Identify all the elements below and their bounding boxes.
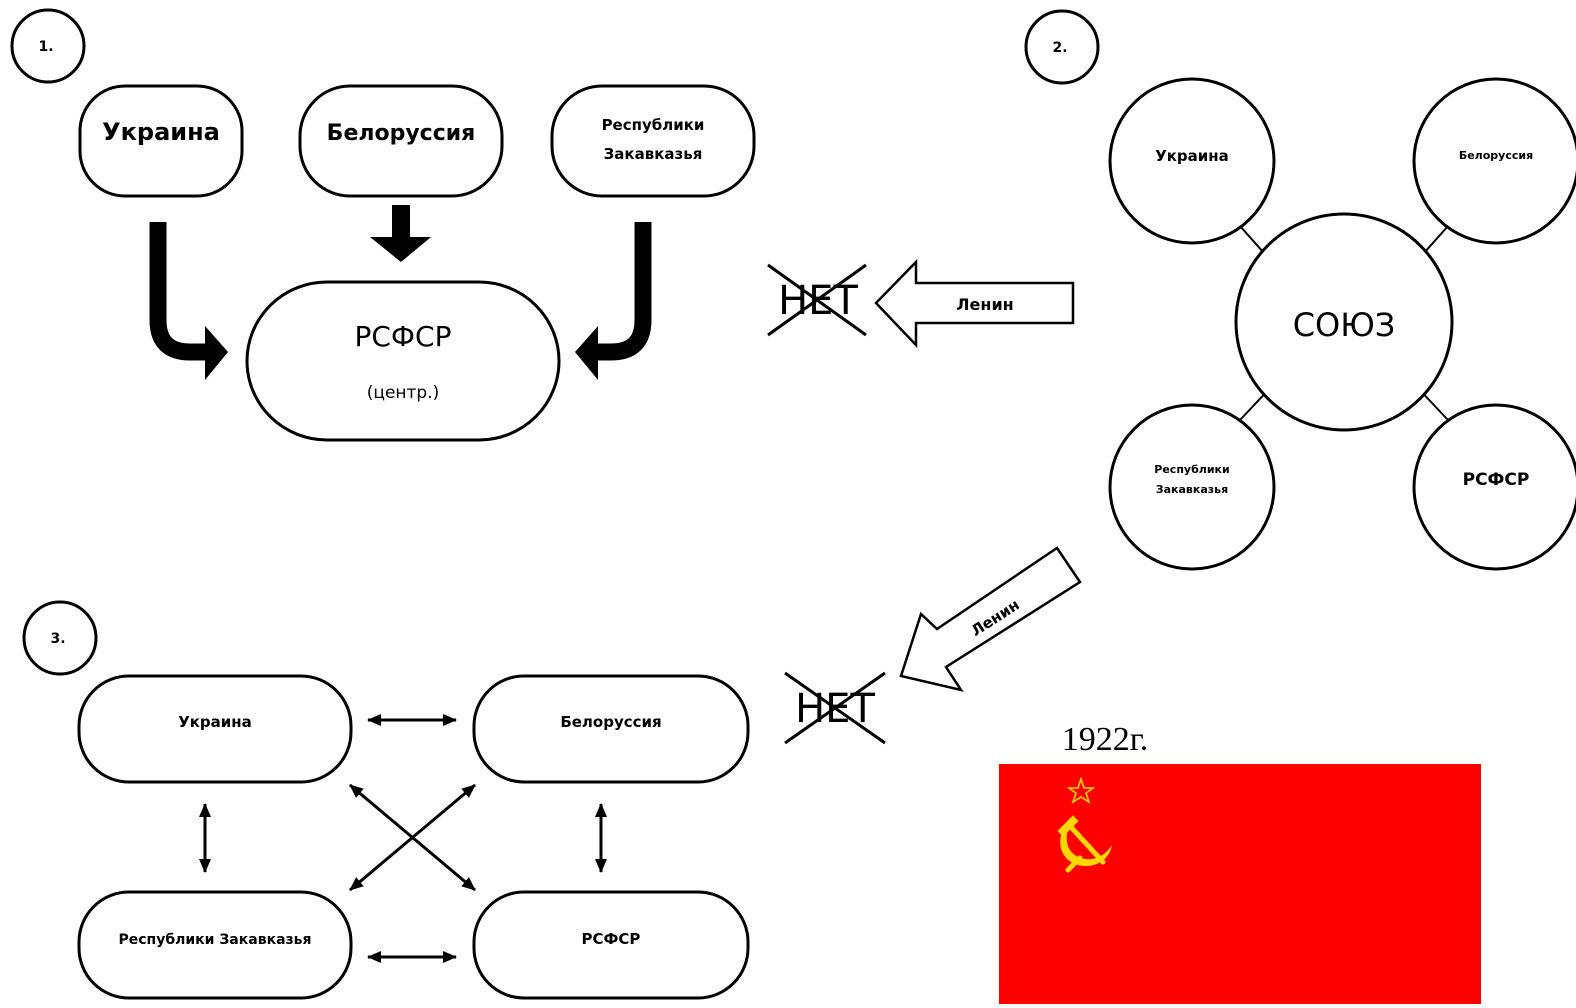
node-label: РСФСР [582,930,641,948]
hammer-icon [1057,815,1106,865]
no-stamp-2: НЕТ [784,671,886,745]
ussr-flag [999,764,1481,1004]
scheme-2: 2. СОЮЗ Украина Белоруссия Республики За… [1024,9,1576,571]
node-rsfsr-center: РСФСР (центр.) [245,280,561,442]
flag-year: 1922г. [1062,721,1149,758]
node-label: Украина [102,118,220,146]
scheme-3-number: 3. [50,631,65,647]
node-label: Украина [178,713,252,731]
ussr-flag-section: 1922г. [999,721,1481,1004]
hammer-sickle-star-emblem [1057,776,1112,873]
node-ukraine-3: Украина [77,674,353,784]
cross-stroke [784,671,886,745]
scheme-2-number: 2. [1052,40,1067,56]
node-rsfsr-3: РСФСР [472,890,750,1000]
arrow-belarus-to-rsfsr [370,205,431,262]
node-rsfsr-2: РСФСР [1412,403,1576,571]
lenin-arrow-2: Ленин [899,546,1082,692]
node-ukraine-1: Украина [78,84,244,198]
star-icon [1066,776,1096,804]
node-label: Украина [1155,147,1229,165]
node-label: Республики Закавказья [118,932,311,948]
scheme-3: 3. Украина Белоруссия Республики Закавка… [22,600,750,1000]
node-belarus-2: Белоруссия [1412,77,1576,245]
scheme-1-number: 1. [38,39,53,55]
transition-2: Ленин НЕТ [784,546,1082,745]
node-label: Белоруссия [1459,149,1533,162]
sickle-icon [1060,820,1112,866]
node-label: РСФСР [1463,470,1530,490]
node-union: СОЮЗ [1234,212,1454,432]
scheme-1-number-badge: 1. [10,8,86,84]
arrow-belarus-transcaucasia [349,783,476,892]
node-label-line2: Закавказья [1156,483,1228,496]
arrow-ukraine-to-rsfsr [149,222,228,380]
node-transcaucasia-3: Республики Закавказья [77,890,353,1000]
transition-1: Ленин НЕТ [767,258,1075,349]
node-label-line2: Закавказья [604,145,703,163]
node-belarus-3: Белоруссия [472,674,750,784]
node-label-line1: Республики [602,116,705,134]
node-title: РСФСР [355,320,452,353]
node-label: Белоруссия [560,713,661,731]
lenin-label-1: Ленин [956,295,1013,314]
scheme-1: 1. Украина Белоруссия Республики Закавка… [10,8,756,442]
node-label-line1: Республики [1154,463,1229,476]
node-subtitle: (центр.) [367,383,440,403]
node-belarus-1: Белоруссия [298,84,504,198]
node-label: Белоруссия [327,121,476,146]
node-transcaucasia-1: Республики Закавказья [550,84,756,198]
node-ukraine-2: Украина [1108,77,1276,245]
node-label: СОЮЗ [1293,306,1396,344]
arrow-transcaucasia-to-rsfsr [575,222,652,380]
cross-stroke [767,263,867,337]
scheme-3-number-badge: 3. [22,600,98,676]
lenin-arrow-1: Ленин [874,258,1075,349]
scheme-2-number-badge: 2. [1024,9,1100,85]
no-stamp-1: НЕТ [767,263,867,337]
node-transcaucasia-2: Республики Закавказья [1108,403,1276,571]
